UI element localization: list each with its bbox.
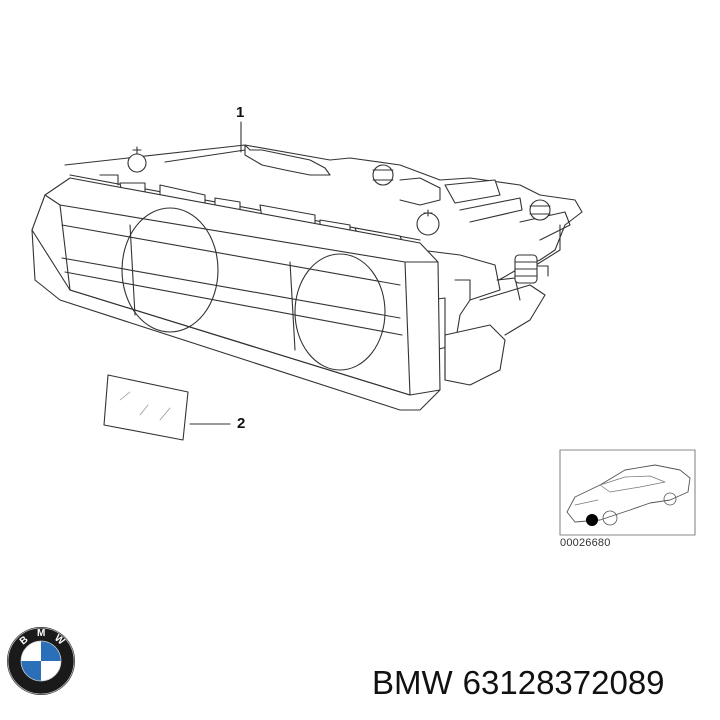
callout-1-label: 1 [236, 104, 245, 121]
location-marker [586, 514, 598, 526]
headlight-lens [31, 177, 441, 411]
callout-2-label: 2 [237, 415, 246, 432]
lens-label-part [103, 374, 189, 441]
brand-name: BMW [372, 664, 453, 701]
gear-adjusters [127, 146, 551, 236]
adjuster-screw [514, 254, 549, 284]
bmw-roundel-icon: B M W [6, 626, 76, 696]
logo-letter-m: M [37, 628, 45, 639]
diagram-reference-code: 00026680 [560, 537, 611, 549]
car-location-icon [559, 449, 696, 536]
part-number: 63128372089 [462, 664, 665, 701]
